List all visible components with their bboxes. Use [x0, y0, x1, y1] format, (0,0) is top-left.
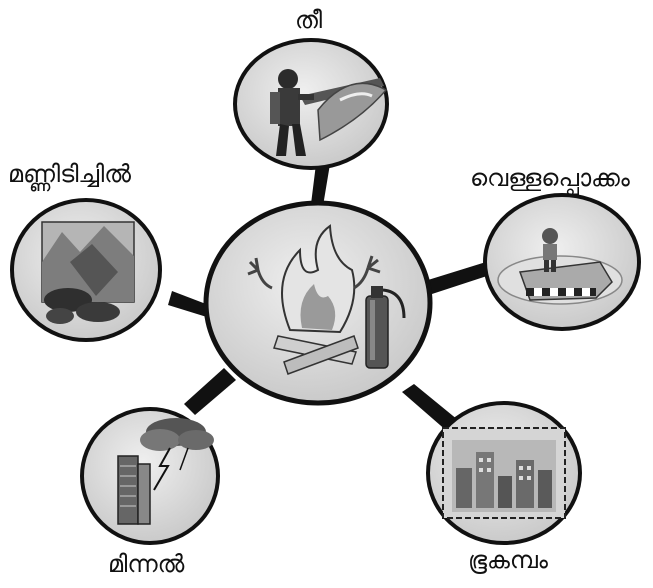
- connector-lightning: [184, 368, 236, 415]
- node-earthquake-label: ഭൂകമ്പം: [468, 546, 548, 574]
- connector-landslide: [168, 291, 210, 318]
- node-flood-label: വെള്ളപ്പൊക്കം: [470, 164, 630, 192]
- lightning-tower-icon: [117, 418, 214, 525]
- connectors: [168, 164, 490, 432]
- node-flood: [483, 193, 641, 331]
- flood-car-icon: [497, 228, 623, 305]
- firefighter-icon: [270, 69, 388, 156]
- node-center: [203, 200, 433, 406]
- node-landslide: [10, 198, 162, 342]
- node-lightning-label: മിന്നൽ: [108, 550, 185, 578]
- node-fire: [233, 38, 389, 170]
- connector-fire: [310, 164, 330, 212]
- node-lightning: [80, 407, 220, 545]
- campfire-extinguisher-icon: [247, 224, 406, 375]
- landslide-icon: [41, 221, 135, 324]
- connector-earthquake: [402, 384, 458, 432]
- node-fire-circle: [233, 38, 389, 170]
- connector-flood: [428, 262, 490, 294]
- node-earthquake: [426, 401, 582, 545]
- node-landslide-label: മണ്ണിടിച്ചിൽ: [8, 160, 131, 188]
- earthquake-city-icon: [442, 427, 566, 519]
- node-fire-label: തീ: [295, 6, 323, 34]
